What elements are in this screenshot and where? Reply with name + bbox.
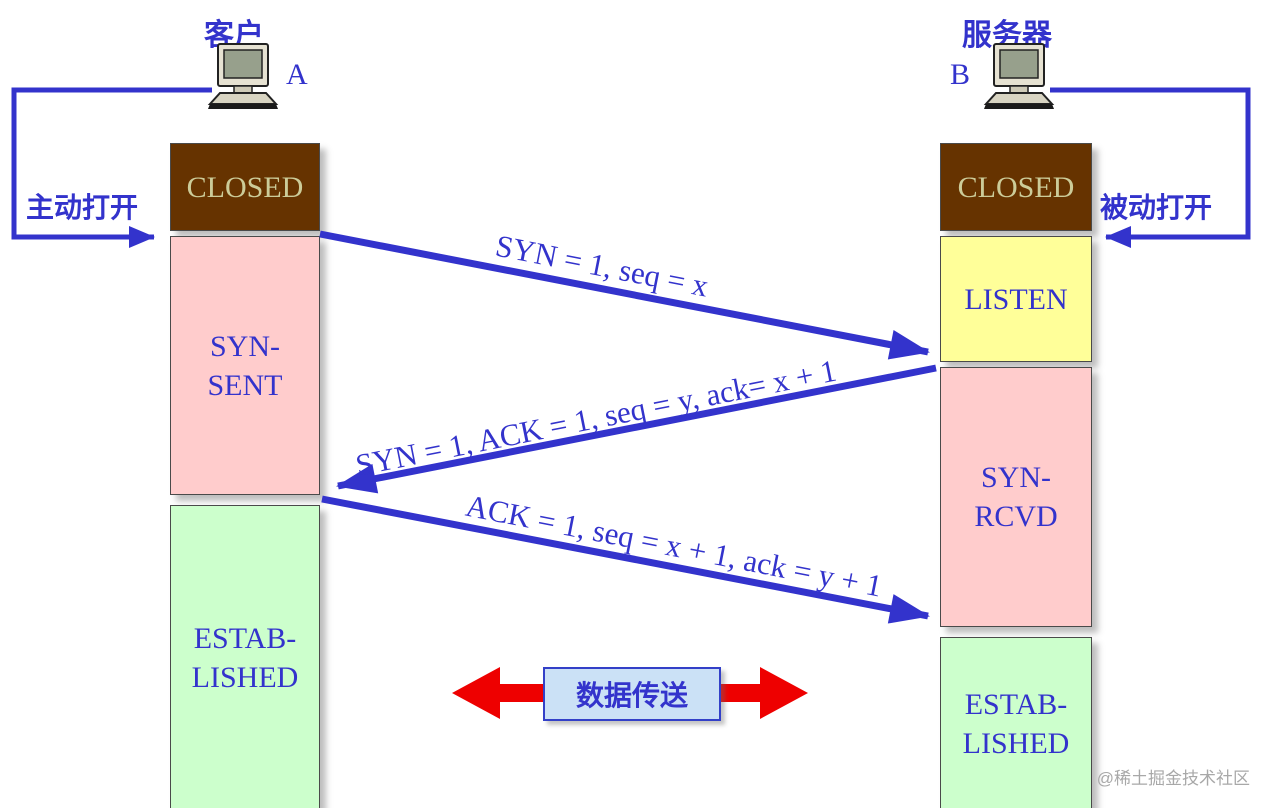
- client-state-established: ESTAB- LISHED: [170, 505, 320, 808]
- server-node-label: B: [950, 58, 971, 91]
- ack-arrow: [321, 495, 930, 624]
- state-label-line1: ESTAB-: [964, 687, 1068, 721]
- state-label-line1: SYN-: [209, 329, 280, 363]
- client-state-closed: CLOSED: [170, 143, 320, 231]
- syn-arrow: [319, 230, 930, 360]
- state-label-line1: SYN-: [980, 461, 1051, 494]
- state-label: CLOSED: [957, 170, 1075, 204]
- client-computer-icon: [207, 43, 279, 109]
- syn-ack-message-label: SYN = 1, ACK = 1, seq = y, ack= x + 1: [353, 353, 840, 483]
- watermark: @稀土掘金技术社区: [1096, 769, 1250, 788]
- state-label-line2: RCVD: [974, 500, 1058, 533]
- syn-ack-arrow: [336, 364, 937, 494]
- state-label: LISTEN: [964, 282, 1068, 316]
- state-label-line2: LISHED: [962, 726, 1070, 760]
- passive-open-label: 被动打开: [1100, 193, 1213, 224]
- server-computer-icon: [983, 43, 1055, 109]
- server-state-established: ESTAB- LISHED: [940, 637, 1092, 808]
- ack-message-label: ACK = 1, seq = x + 1, ack = y + 1: [463, 488, 885, 604]
- state-label: CLOSED: [186, 170, 304, 204]
- server-state-syn-rcvd: SYN- RCVD: [940, 367, 1092, 627]
- data-transfer-label: 数据传送: [575, 681, 688, 712]
- state-label-line2: LISHED: [191, 660, 299, 694]
- active-open-label: 主动打开: [26, 193, 139, 224]
- state-label-line1: ESTAB-: [193, 621, 297, 655]
- client-node-label: A: [286, 58, 308, 91]
- data-transfer-label-box: 数据传送: [543, 667, 721, 721]
- server-state-listen: LISTEN: [940, 236, 1092, 362]
- client-state-syn-sent: SYN- SENT: [170, 236, 320, 495]
- state-label-line2: SENT: [207, 368, 283, 402]
- syn-message-label: SYN = 1, seq = x: [493, 228, 712, 304]
- server-state-closed: CLOSED: [940, 143, 1092, 231]
